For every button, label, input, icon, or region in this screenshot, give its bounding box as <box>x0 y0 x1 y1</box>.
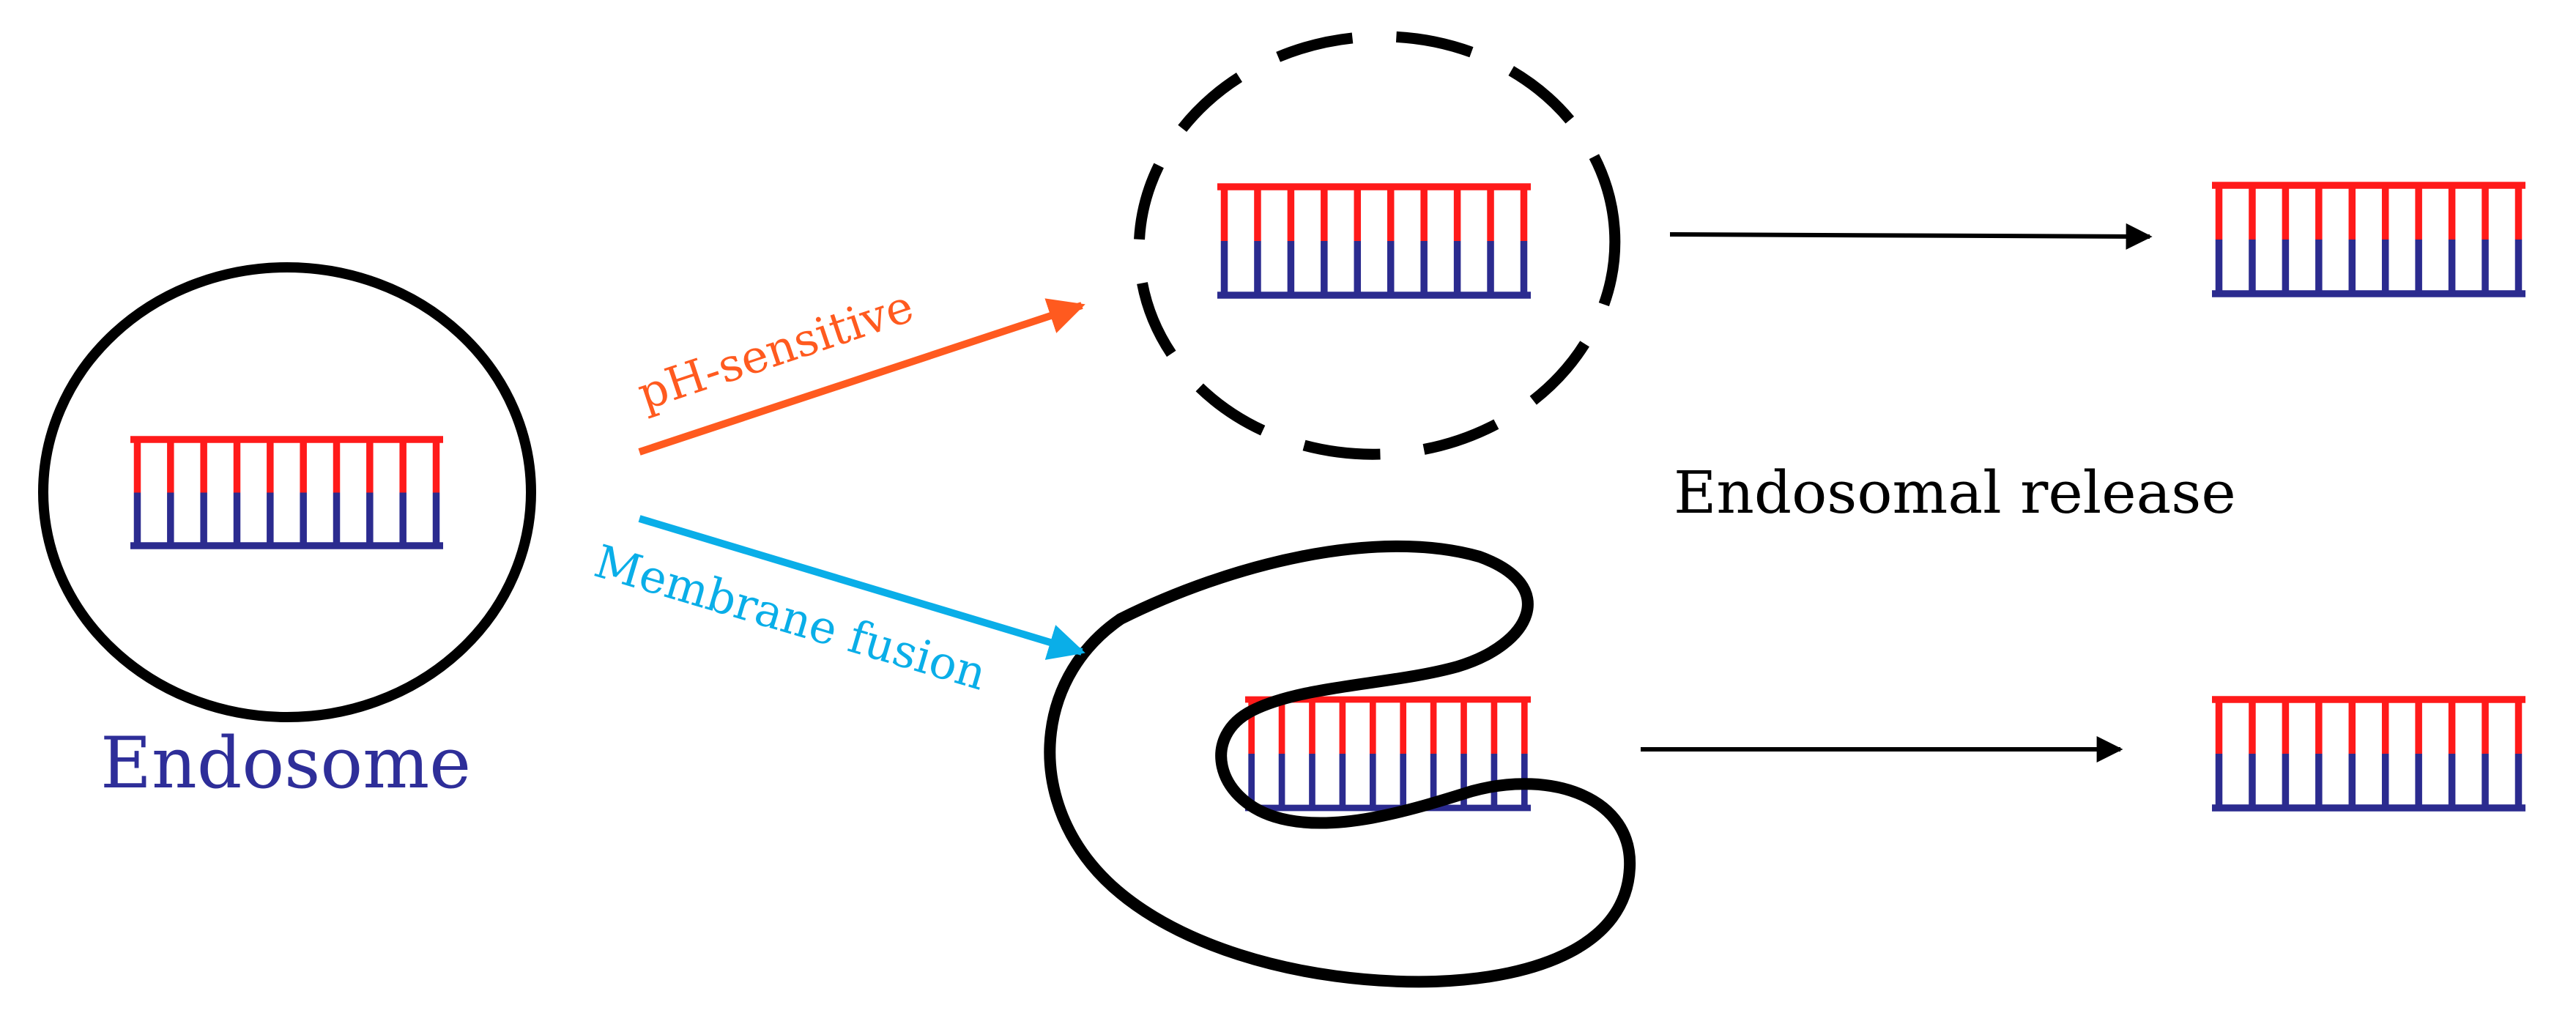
endosome-membrane <box>38 262 536 722</box>
fusion-membrane-loop <box>1044 540 1636 988</box>
ph-sensitive-label: pH-sensitive <box>631 279 920 420</box>
ph-sensitive-arrow <box>638 298 1085 456</box>
membrane-fusion-arrow <box>638 515 1085 660</box>
cargo-in-endosome <box>130 436 443 549</box>
cargo-in-ph-disrupted-endosome <box>1217 183 1531 299</box>
release-arrow-top <box>1669 223 2153 250</box>
endosome-label: Endosome <box>100 722 471 804</box>
cargo-released-bottom <box>2212 696 2525 812</box>
ph-disrupted-membrane <box>1133 31 1621 460</box>
membrane-fusion-label: Membrane fusion <box>589 534 992 700</box>
cargo-released-top <box>2212 182 2525 297</box>
endosomal-release-label: Endosomal release <box>1674 459 2236 527</box>
